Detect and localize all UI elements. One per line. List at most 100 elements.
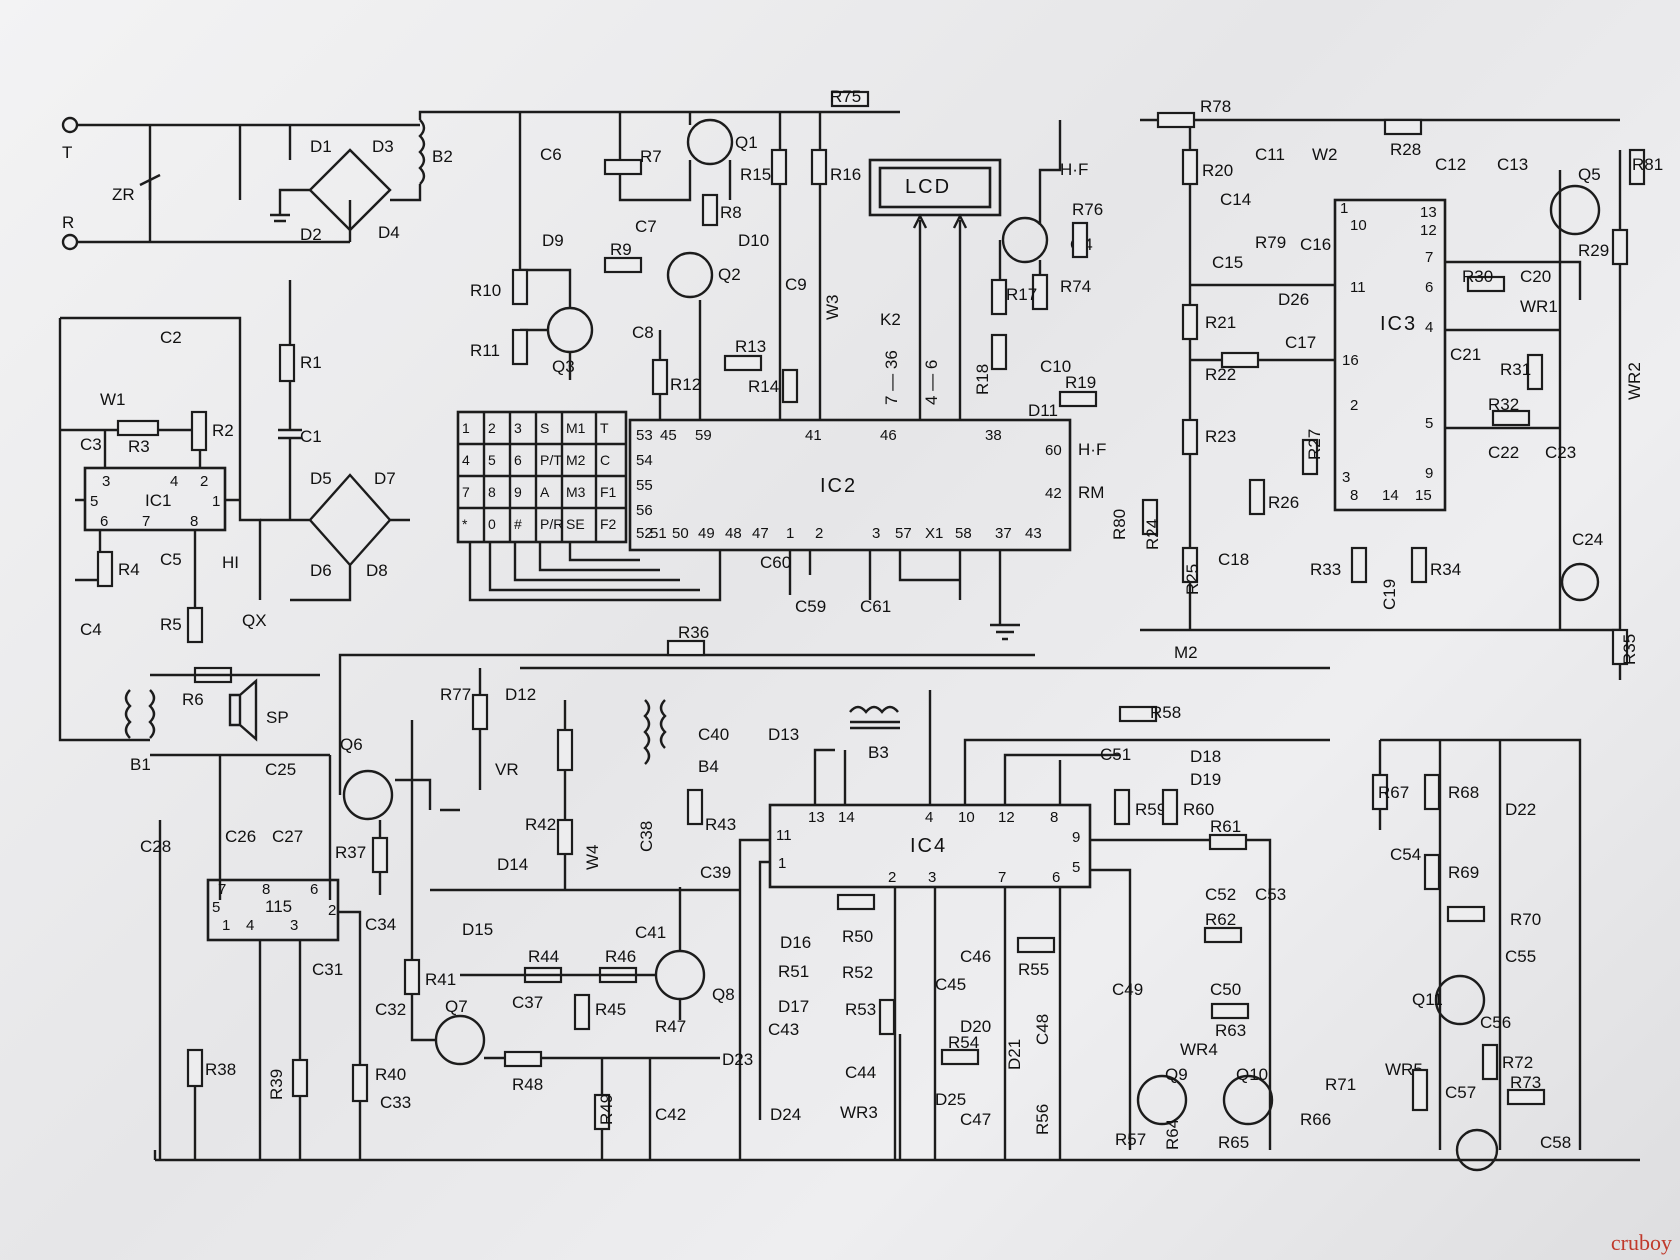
q11	[1434, 974, 1486, 1026]
r38-label: R38	[205, 1060, 236, 1079]
r43-label: R43	[705, 815, 736, 834]
r73-label: R73	[1510, 1073, 1541, 1092]
rm-side-label: RM	[1078, 483, 1104, 502]
r70-label: R70	[1510, 910, 1541, 929]
watermark: cruboy	[1610, 1230, 1672, 1255]
ic2-pin: 41	[805, 427, 822, 444]
bus-4-6-label: 4 — 6	[922, 360, 941, 405]
d14-label: D14	[497, 855, 528, 874]
d3-label: D3	[372, 137, 394, 156]
ic3	[1333, 198, 1447, 512]
ic2-pin: 48	[725, 525, 742, 542]
q7-label: Q7	[445, 997, 468, 1016]
ringer-section: R67 R68 C54 R69 R70 C55 D22 Q11 C56 R72 …	[1325, 738, 1582, 1172]
r37-label: R37	[335, 843, 366, 862]
ic3-pin: 8	[1350, 487, 1358, 504]
r49-label: R49	[597, 1094, 616, 1125]
r71-label: R71	[1325, 1075, 1356, 1094]
bus-7-36-label: 7 — 36	[882, 350, 901, 405]
c50-label: C52	[1205, 885, 1236, 904]
r19-label: R19	[1065, 373, 1096, 392]
ic2-pin: 56	[636, 502, 653, 519]
b4-label: B4	[698, 757, 719, 776]
lcd-label: LCD	[905, 176, 951, 198]
c58-label: C60	[760, 553, 791, 572]
c37-label: C39	[700, 863, 731, 882]
line-interface: R36 D12 R77 VR R42 W4 C38 B4 C40 D13 B3 …	[430, 623, 1330, 939]
c25-label: C25	[265, 760, 296, 779]
c26-label: C26	[225, 827, 256, 846]
keypad-key: 0	[488, 516, 496, 532]
r10-label: R10	[470, 281, 501, 300]
d8-label: D8	[366, 561, 388, 580]
ic2-pin: 49	[698, 525, 715, 542]
wr4-label: WR4	[1180, 1040, 1218, 1059]
ic4-pin: 12	[998, 809, 1015, 826]
d19-label: D19	[1190, 770, 1221, 789]
ic3-pin: 16	[1342, 352, 1359, 369]
c23-label: C23	[1545, 443, 1576, 462]
d23-label: D23	[722, 1050, 753, 1069]
c12-label: C12	[1435, 155, 1466, 174]
ic1-pin: 8	[190, 513, 198, 530]
keypad-key: 3	[514, 420, 522, 436]
c40-label: C42	[655, 1105, 686, 1124]
ic4-pin: 4	[925, 809, 933, 826]
r23-label: R23	[1205, 427, 1236, 446]
r75-label: R75	[830, 87, 861, 106]
ic2	[628, 418, 1072, 552]
ic2-pin: 53	[636, 427, 653, 444]
ic3-pin: 1	[1340, 200, 1348, 217]
ic4-label: IC4	[910, 835, 947, 857]
r74-label: R74	[1060, 277, 1091, 296]
q2	[666, 251, 714, 299]
d6-label: D6	[310, 561, 332, 580]
c55-label: C57	[1445, 1083, 1476, 1102]
r66-label: R66	[1300, 1110, 1331, 1129]
q5	[1549, 184, 1601, 236]
c39-label: C41	[635, 923, 666, 942]
c42-label: C44	[845, 1063, 876, 1082]
c36-label: C38	[637, 821, 656, 852]
ic3-pin: 12	[1420, 222, 1437, 239]
audio-section: B1 R6 SP C25 115 7 8 6 5 2 1 4 3 C26 C27…	[124, 653, 1640, 1162]
r11-label: R11	[470, 341, 500, 360]
ic5-pin: 5	[212, 899, 220, 916]
c52-label: C54	[1390, 845, 1421, 864]
c6-label: C6	[540, 145, 562, 164]
keypad-key: 2	[488, 420, 496, 436]
keypad-key: *	[462, 516, 468, 532]
d7-label: D7	[374, 469, 396, 488]
ic3-pin: 2	[1350, 397, 1358, 414]
ic2-pin: 59	[695, 427, 712, 444]
r6-label: R6	[182, 690, 204, 709]
keypad-key: M3	[566, 484, 586, 500]
ic4-block: IC4 13 14 4 10 12 8 11 1 9 5 2 3 7 6 C51…	[460, 690, 1331, 1160]
motor-m2	[1455, 1128, 1499, 1172]
c7-label: C7	[635, 217, 657, 236]
q1-label: Q1	[735, 133, 758, 152]
q9-label: Q9	[1165, 1065, 1188, 1084]
terminal-t	[61, 116, 79, 134]
ic3-label: IC3	[1380, 313, 1417, 335]
keypad-key: S	[540, 420, 549, 436]
ic2-pin: 2	[815, 525, 823, 542]
keypad-key: T	[600, 420, 609, 436]
hf-switch-label: H·F	[1060, 160, 1088, 179]
d15-label: D15	[462, 920, 493, 939]
d1-label: D1	[310, 137, 332, 156]
ic2-pin: 52	[636, 525, 653, 542]
w4-label: W4	[583, 845, 602, 871]
c18-label: C18	[1218, 550, 1249, 569]
r39-label: R39	[267, 1069, 286, 1100]
q10-label: Q10	[1236, 1065, 1268, 1084]
ic3-pin: 14	[1382, 487, 1399, 504]
power-input: T R ZR D1 D3 D2 D4 B2	[61, 110, 900, 251]
d16-label: D16	[780, 933, 811, 952]
r41-label: R41	[425, 970, 456, 989]
ic2-pin: 38	[985, 427, 1002, 444]
ic4-pin: 2	[888, 869, 896, 886]
ic2-pin: X1	[925, 525, 943, 542]
qx-label: M2	[1174, 643, 1198, 662]
r68-label: R68	[1448, 783, 1479, 802]
